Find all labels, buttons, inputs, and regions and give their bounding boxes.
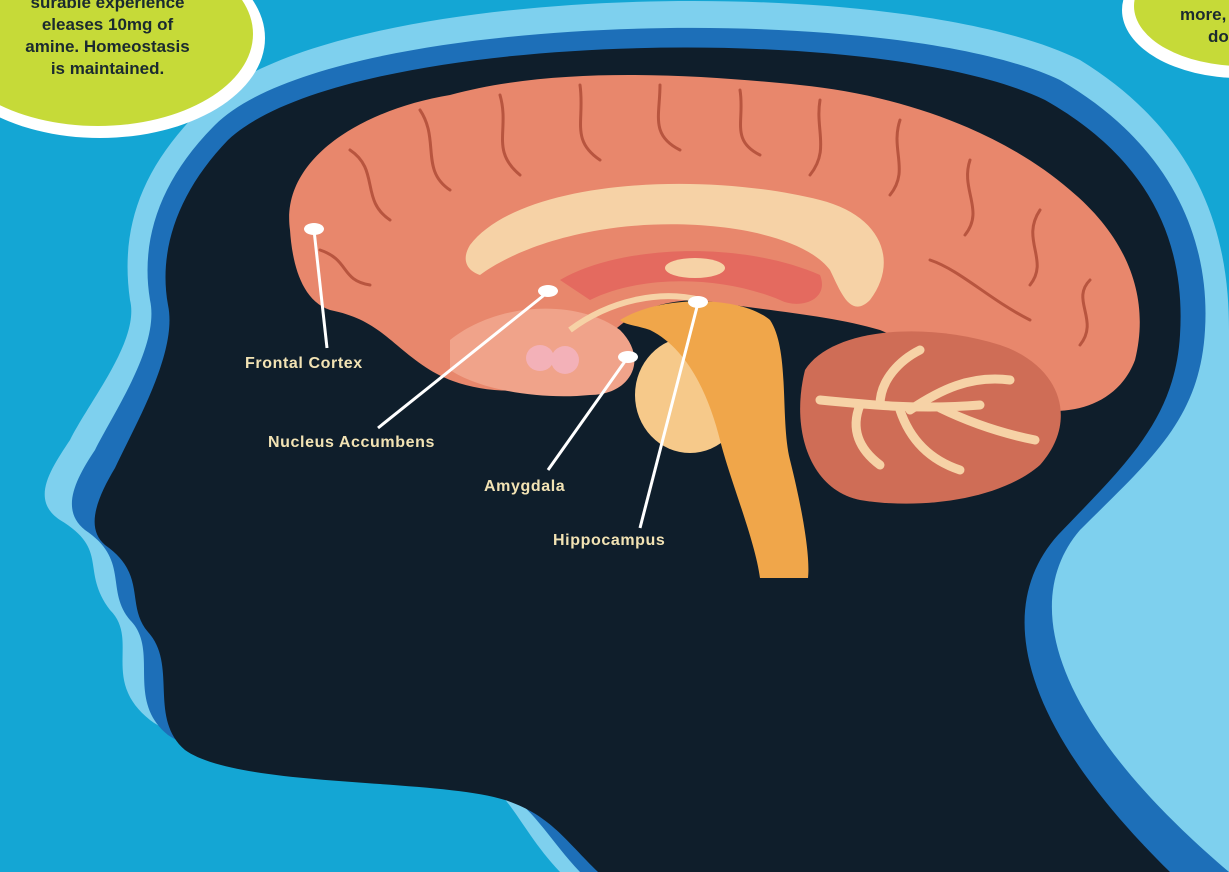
bubble-left-line: surable experience [0,0,215,14]
dot-frontal-cortex [304,223,324,235]
label-nucleus-accumbens: Nucleus Accumbens [268,434,435,452]
amygdala-shape-2 [551,346,579,374]
dot-nucleus-accumbens [538,285,558,297]
bubble-right-line: more, [1180,4,1229,26]
cerebellum [800,331,1061,503]
bubble-right-line: do [1180,26,1229,48]
bubble-left-line: eleases 10mg of [0,14,215,36]
bubble-left-text: surable experience eleases 10mg of amine… [0,0,215,80]
label-amygdala: Amygdala [484,478,565,496]
bubble-left-line: is maintained. [0,58,215,80]
label-hippocampus: Hippocampus [553,532,665,550]
bubble-left-line: amine. Homeostasis [0,36,215,58]
dot-amygdala [618,351,638,363]
amygdala-shape [526,345,554,371]
thalamus [665,258,725,278]
dot-hippocampus [688,296,708,308]
label-frontal-cortex: Frontal Cortex [245,355,363,373]
bubble-right-text: more, do [1180,4,1229,48]
